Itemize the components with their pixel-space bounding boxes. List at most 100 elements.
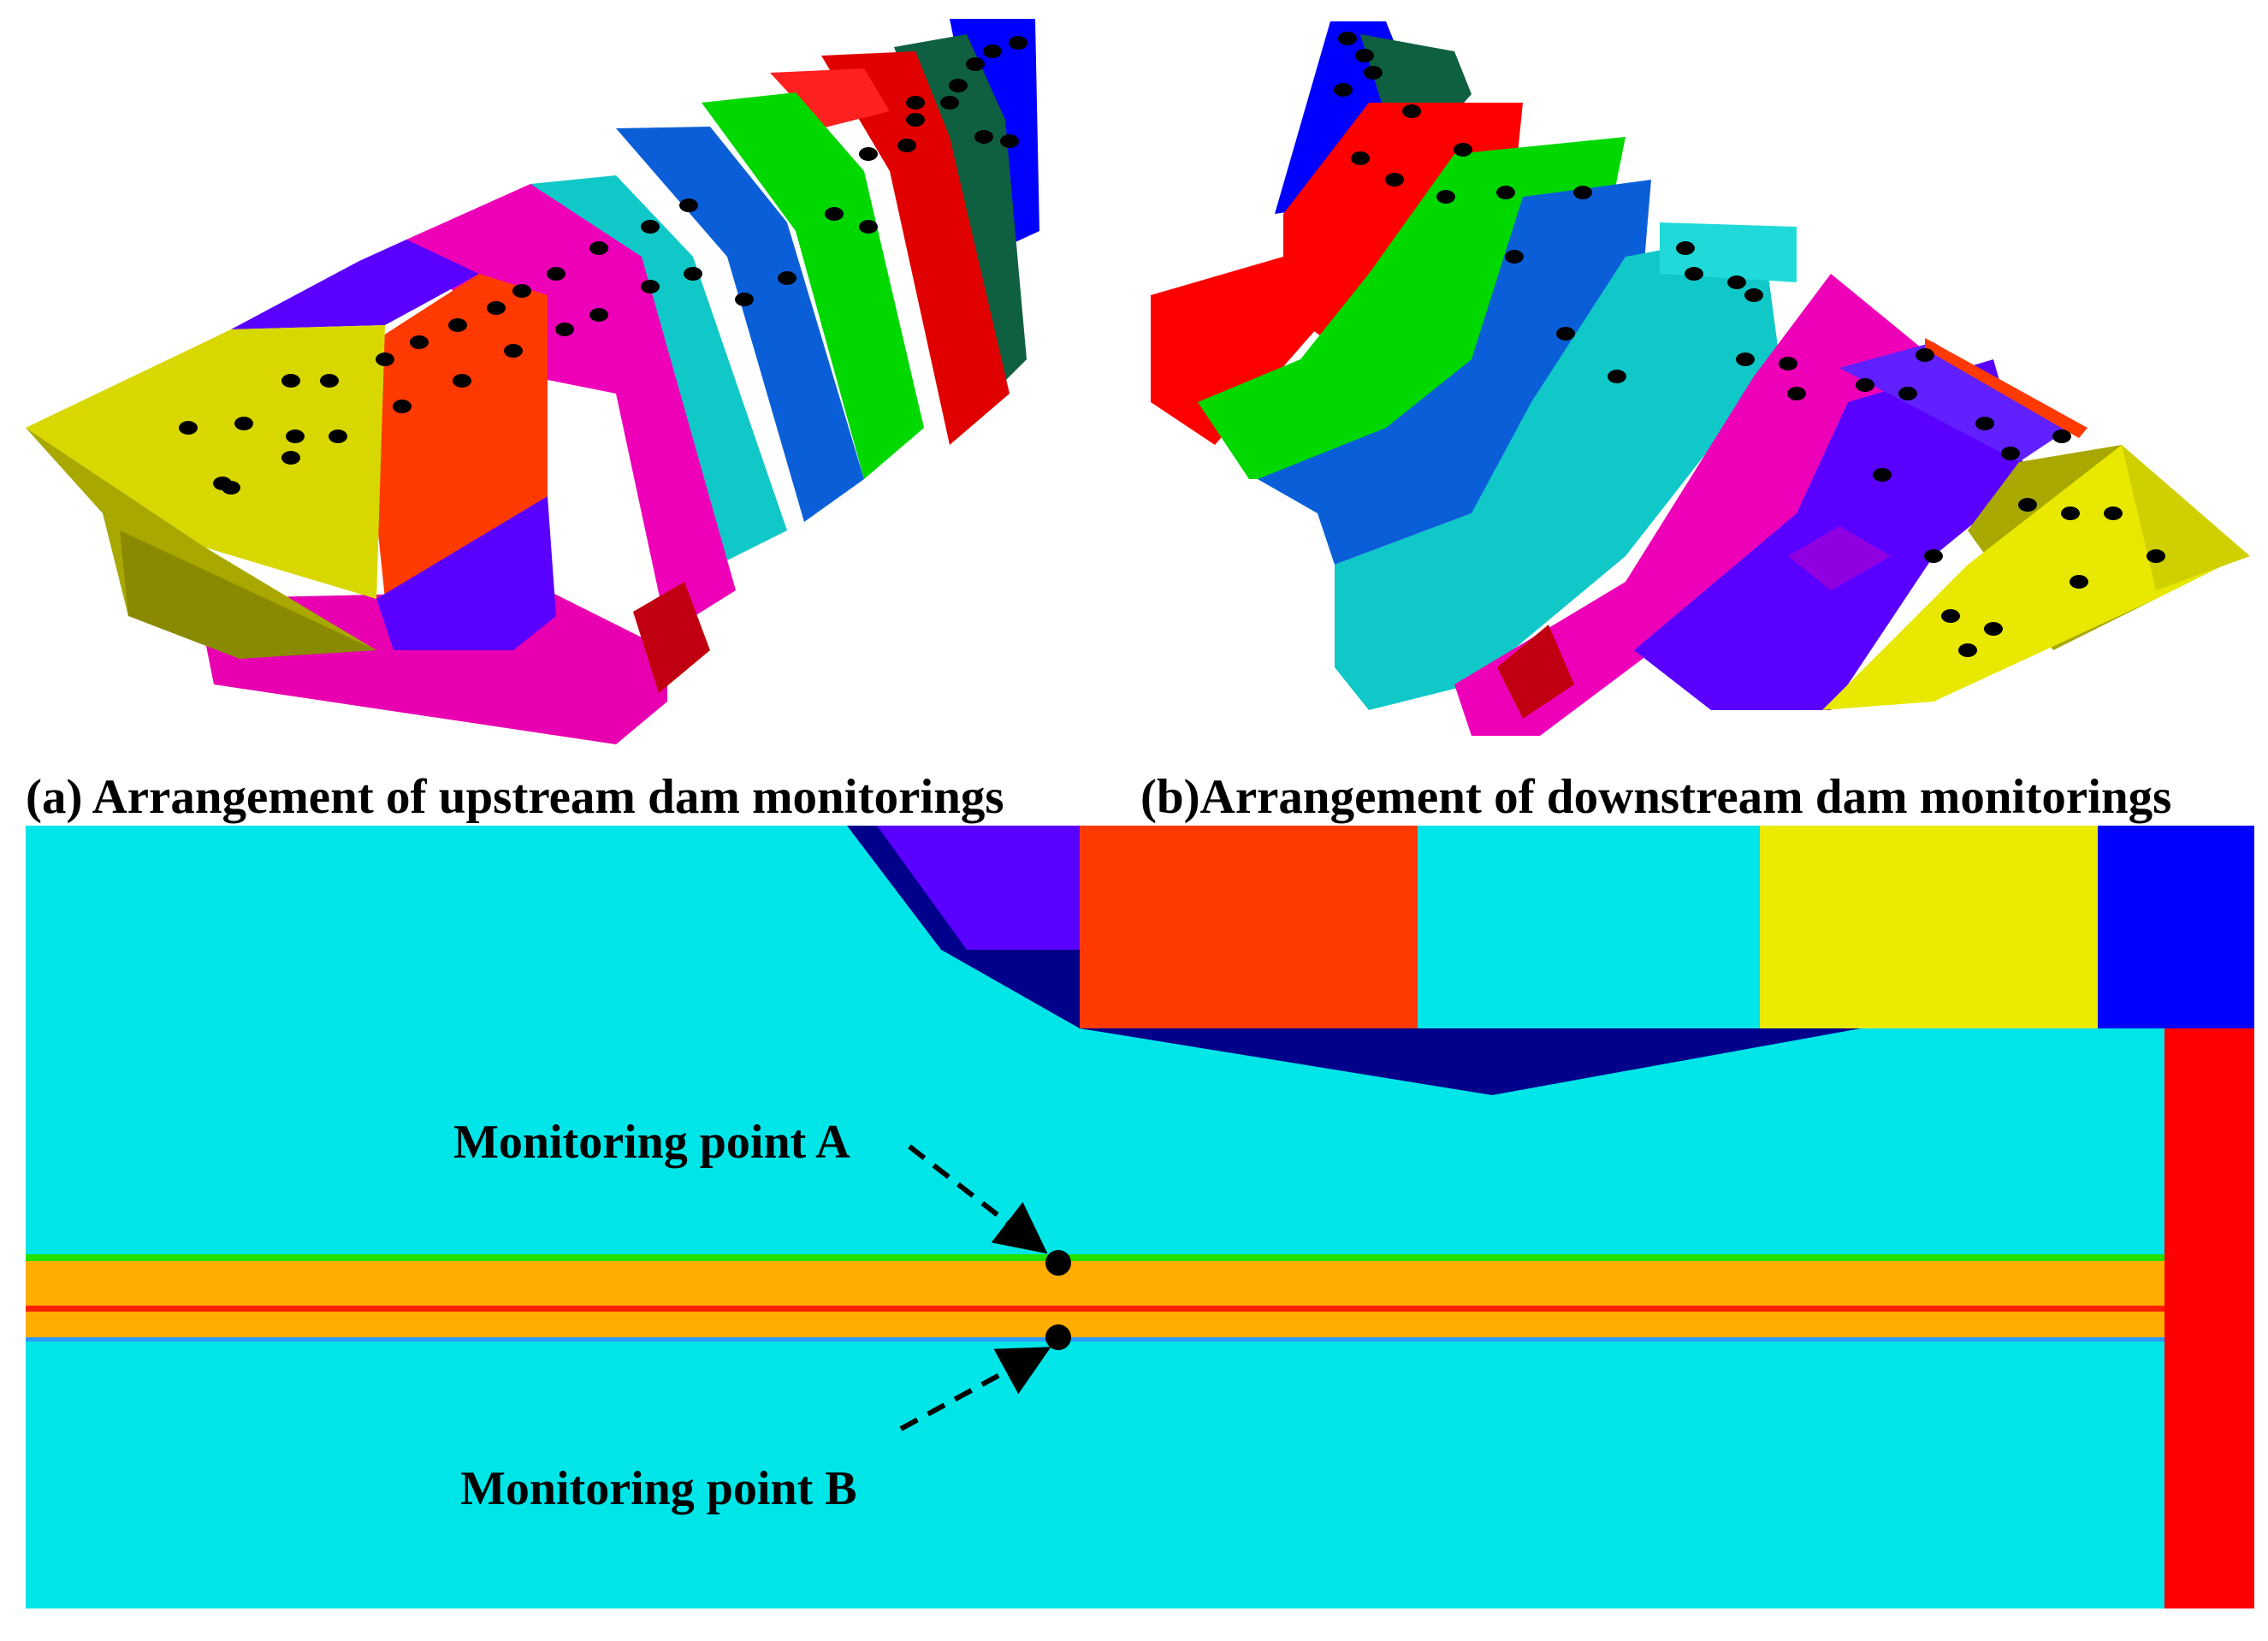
monitoring-marker-dot <box>1351 151 1370 165</box>
monitoring-marker-dot <box>1898 387 1917 400</box>
monitoring-marker-dot <box>1573 186 1592 199</box>
monitoring-marker-dot <box>1009 36 1027 50</box>
monitoring-marker-dot <box>1436 190 1455 204</box>
monitoring-marker-dot <box>1916 348 1934 362</box>
monitoring-marker-dot <box>1608 370 1626 383</box>
monitoring-marker-dot <box>2061 507 2080 520</box>
caption-panel-b: (b)Arrangement of downstream dam monitor… <box>1140 770 2172 824</box>
arrow-to-point-b <box>899 1347 1051 1431</box>
monitoring-marker-dot <box>641 280 660 293</box>
monitoring-point-a-label: Monitoring point A <box>453 1116 850 1169</box>
monitoring-marker-dot <box>1496 186 1515 199</box>
block-yellow-b <box>1822 445 2241 710</box>
panel-b-downstream-model <box>1151 21 2250 736</box>
monitoring-point-a-dot <box>1045 1250 1071 1276</box>
monitoring-point-b-label: Monitoring point B <box>460 1462 857 1515</box>
section-navy-trapezoid <box>1080 1028 1861 1095</box>
monitoring-marker-dot <box>897 139 916 152</box>
monitoring-marker-dot <box>555 323 574 336</box>
monitoring-marker-dot <box>641 220 660 234</box>
monitoring-marker-dot <box>859 147 878 161</box>
monitoring-marker-dot <box>2147 549 2165 563</box>
monitoring-marker-dot <box>966 57 985 71</box>
monitoring-marker-dot <box>1454 143 1472 157</box>
monitoring-marker-dot <box>1364 66 1383 80</box>
block-violet-a <box>376 496 556 650</box>
monitoring-marker-dot <box>859 220 878 234</box>
block-purple-b-window <box>1788 526 1891 590</box>
monitoring-marker-dot <box>448 318 467 332</box>
monitoring-marker-dot <box>1975 417 1994 430</box>
section-violet-block <box>877 826 1080 950</box>
monitoring-marker-dot <box>983 44 1002 58</box>
block-orangered-a <box>359 274 548 599</box>
section-cyan-block <box>1418 826 1760 1028</box>
window-red-b <box>1497 625 1574 719</box>
block-blue2-b <box>1258 180 1651 565</box>
monitoring-marker-dot <box>1779 357 1797 370</box>
monitoring-marker-dot <box>684 267 702 281</box>
monitoring-marker-dot <box>512 284 531 298</box>
block-violet-b-top <box>1839 342 2070 462</box>
window-red-a <box>633 582 710 693</box>
layer-red-line <box>26 1306 2164 1312</box>
monitoring-marker-dot <box>1736 352 1755 366</box>
monitoring-marker-dot <box>410 335 429 349</box>
section-red-wall <box>2164 1028 2254 1608</box>
monitoring-marker-dot <box>222 481 240 495</box>
monitoring-marker-dot <box>2001 447 2020 460</box>
monitoring-marker-dot <box>1338 32 1357 45</box>
monitoring-marker-dot <box>320 374 339 388</box>
block-red-b-base <box>1151 257 1335 445</box>
monitoring-marker-dot <box>974 130 993 144</box>
monitoring-marker-dot <box>393 400 412 413</box>
monitoring-marker-dot <box>906 113 925 127</box>
monitoring-marker-dot <box>1000 134 1019 148</box>
layer-green-line <box>26 1254 2164 1261</box>
section-view <box>26 826 2254 1608</box>
layer-orange-upper <box>26 1261 2164 1306</box>
monitoring-marker-dot <box>778 271 796 285</box>
monitoring-marker-dot <box>1556 327 1575 341</box>
monitoring-marker-dot <box>234 417 253 430</box>
monitoring-marker-dot <box>1958 643 1977 657</box>
block-yellow-a-top <box>26 325 385 599</box>
block-red-a <box>821 51 1010 445</box>
block-cyan-b <box>1335 231 1779 710</box>
monitoring-marker-dot <box>1873 468 1892 482</box>
monitoring-marker-dot <box>679 198 698 212</box>
monitoring-marker-dot <box>940 96 959 110</box>
monitoring-marker-dot <box>1941 609 1960 623</box>
monitoring-marker-dot <box>825 207 844 221</box>
monitoring-marker-dot <box>735 293 754 306</box>
monitoring-marker-dot <box>1727 275 1746 289</box>
caption-panel-a: (a) Arrangement of upstream dam monitori… <box>26 770 1004 824</box>
section-yellow-block <box>1760 826 2098 1028</box>
monitoring-marker-dot <box>487 301 506 315</box>
block-magenta-b <box>1454 274 1925 736</box>
monitoring-marker-dot <box>1856 378 1874 392</box>
monitoring-marker-dot <box>504 344 523 358</box>
monitoring-marker-dot <box>179 421 198 435</box>
monitoring-marker-dot <box>1787 387 1806 400</box>
block-red-a-top <box>770 68 890 128</box>
monitoring-marker-dot <box>2052 430 2071 443</box>
layer-orange-lower <box>26 1312 2164 1337</box>
monitoring-marker-dot <box>906 96 925 110</box>
layer-blue-line <box>26 1337 2164 1342</box>
monitoring-marker-dot <box>2070 575 2088 589</box>
monitoring-marker-dot <box>1402 104 1421 118</box>
block-olive-a-bottom <box>120 530 376 659</box>
block-green-a <box>702 92 924 479</box>
monitoring-marker-dot <box>2018 498 2037 512</box>
monitoring-marker-dot <box>329 430 347 443</box>
monitoring-markers <box>179 32 2165 657</box>
section-orangered-block <box>1080 826 1418 1028</box>
monitoring-point-b-dot <box>1045 1324 1071 1350</box>
block-blue2-a <box>616 127 864 522</box>
monitoring-marker-dot <box>547 267 566 281</box>
monitoring-marker-dot <box>949 79 968 92</box>
monitoring-marker-dot <box>1676 241 1695 255</box>
monitoring-marker-dot <box>1984 622 2003 636</box>
